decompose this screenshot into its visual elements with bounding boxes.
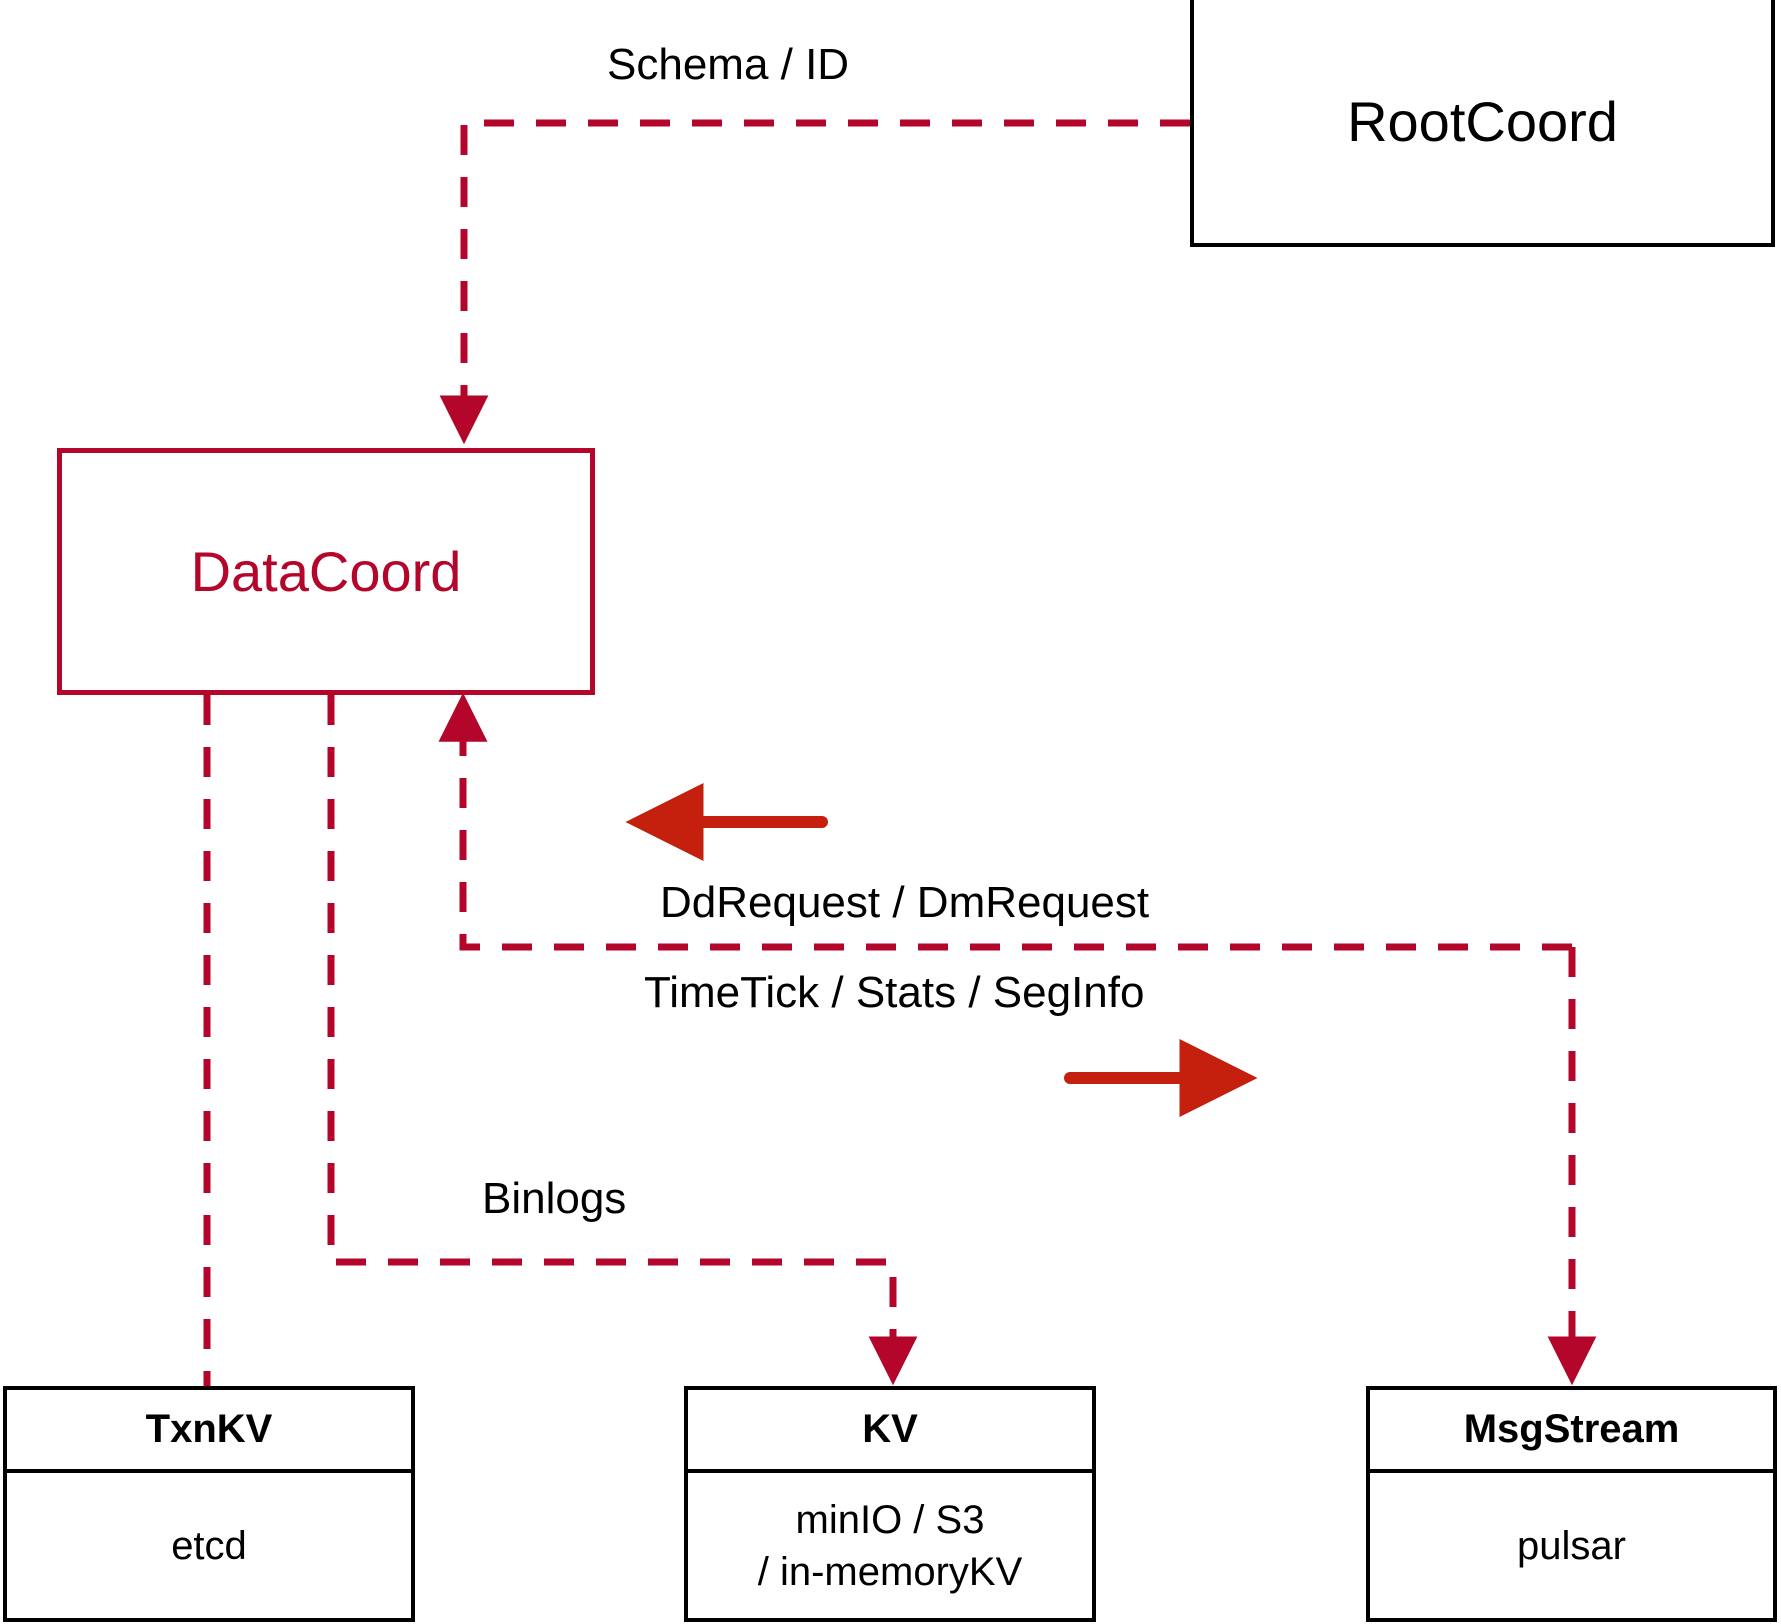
node-txnkv[interactable]: TxnKV etcd (3, 1386, 415, 1622)
node-kv[interactable]: KV minIO / S3 / in-memoryKV (684, 1386, 1096, 1622)
node-kv-sublabel-line2: / in-memoryKV (757, 1549, 1023, 1594)
node-rootcoord-label: RootCoord (1347, 90, 1618, 153)
node-kv-title: KV (688, 1390, 1092, 1473)
node-kv-sublabel-line1: minIO / S3 (795, 1497, 985, 1542)
edge-label-timetick-stats-seginfo: TimeTick / Stats / SegInfo (644, 968, 1145, 1017)
node-msgstream-body: pulsar (1370, 1473, 1773, 1618)
node-txnkv-title: TxnKV (7, 1390, 411, 1473)
edge-label-dd-dm-request: DdRequest / DmRequest (660, 878, 1150, 927)
edge-rootcoord-to-datacoord (439, 119, 1190, 445)
node-datacoord[interactable]: DataCoord (57, 448, 595, 695)
node-msgstream-sublabel: pulsar (1517, 1523, 1626, 1568)
node-rootcoord[interactable]: RootCoord (1190, 0, 1775, 247)
edge-datacoord-to-kv (327, 695, 918, 1386)
node-kv-body: minIO / S3 / in-memoryKV (688, 1473, 1092, 1618)
edge-label-schema-id: Schema / ID (607, 40, 850, 89)
edge-label-binlogs: Binlogs (482, 1174, 627, 1223)
node-txnkv-sublabel: etcd (171, 1523, 247, 1568)
edge-msgstream-to-datacoord (438, 692, 1572, 951)
node-msgstream-title: MsgStream (1370, 1390, 1773, 1473)
node-datacoord-label: DataCoord (190, 540, 462, 603)
node-txnkv-body: etcd (7, 1473, 411, 1618)
node-msgstream[interactable]: MsgStream pulsar (1366, 1386, 1777, 1622)
